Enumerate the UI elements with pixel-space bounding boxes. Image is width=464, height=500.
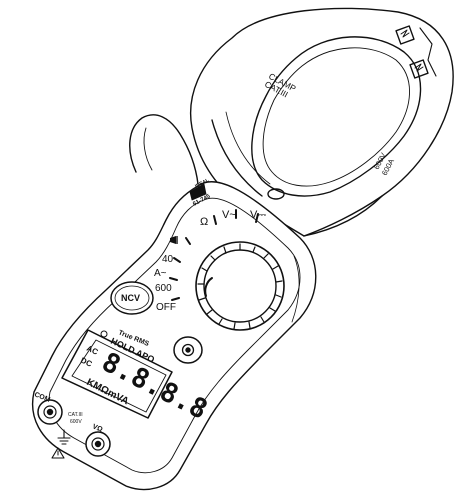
dial-pos-off: OFF: [156, 302, 176, 313]
hold-button[interactable]: [173, 336, 203, 364]
jack-voltage-rating: 600V: [70, 419, 82, 425]
input-jacks: [37, 399, 111, 459]
dial-pos-aac: A~: [154, 268, 167, 279]
hold-indicator-icon: [100, 330, 108, 338]
clamp-jaw: [129, 7, 454, 237]
ncv-button-label: NCV: [121, 293, 140, 303]
jaw-warning-stickers: [395, 25, 429, 79]
meter-body: [32, 181, 317, 491]
ncv-button[interactable]: [110, 281, 154, 315]
dial-pos-vdc: V⎓: [250, 209, 266, 221]
brand-badge: [189, 183, 207, 201]
voltage-ohm-jack-label: VΩ: [91, 423, 104, 433]
rotary-dial[interactable]: [169, 209, 285, 331]
dial-pos-ohm: Ω: [200, 216, 208, 228]
dial-pos-40: 40: [162, 254, 174, 265]
jack-cat-rating: CAT.III: [68, 412, 83, 418]
continuity-icon: [170, 236, 178, 244]
dial-labels: Ω V~ V⎓ 40 A~ 600 OFF: [154, 209, 266, 313]
lcd-display: [61, 329, 173, 419]
dial-pos-600: 600: [155, 283, 172, 294]
dial-pos-vac: V~: [222, 209, 236, 221]
